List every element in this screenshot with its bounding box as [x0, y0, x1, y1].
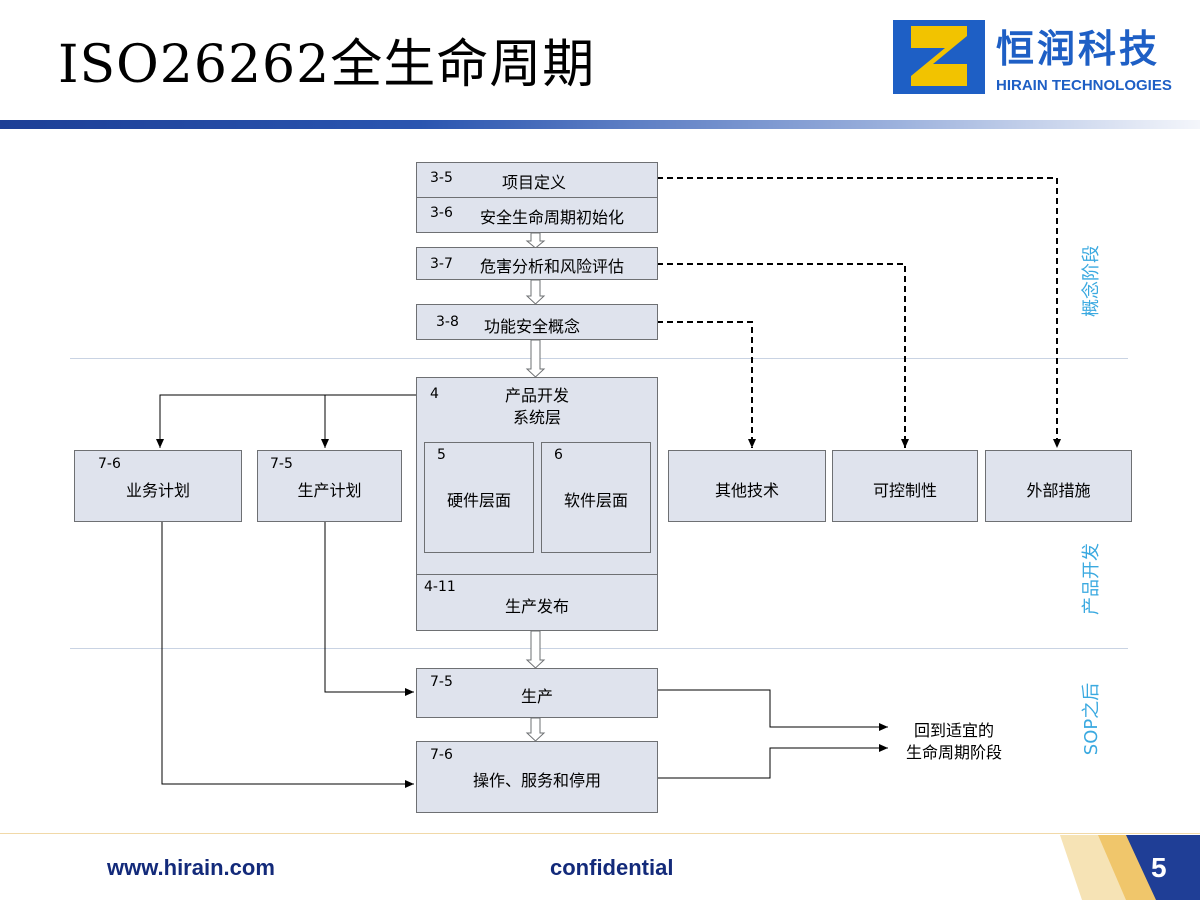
operation-plan-label: 业务计划 [125, 481, 190, 500]
fsc-label: 功能安全概念 [484, 317, 581, 336]
system-label-line1: 产品开发 [504, 386, 569, 405]
release-divider [417, 574, 657, 575]
phase-divider-product [70, 648, 1128, 649]
production-plan-label: 生产计划 [297, 481, 362, 500]
safety-init-number: 3-6 [430, 205, 453, 221]
controllability-label: 可控制性 [872, 481, 937, 500]
fsc-number: 3-8 [436, 314, 459, 330]
production-box: 7-5 生产 [416, 668, 658, 718]
header-divider [0, 120, 1200, 129]
footer-divider [0, 833, 1200, 834]
production-plan-box: 7-5 生产计划 [257, 450, 402, 522]
other-tech-label: 其他技术 [714, 481, 779, 500]
fsc-box: 3-8 功能安全概念 [416, 304, 658, 340]
system-label-line2: 系统层 [512, 408, 561, 427]
safety-init-label: 安全生命周期初始化 [480, 208, 625, 227]
item-definition-group: 3-5 项目定义 3-6 安全生命周期初始化 [416, 162, 658, 233]
production-plan-number: 7-5 [270, 456, 293, 472]
item-definition-number: 3-5 [430, 170, 453, 186]
hardware-box: 5 硬件层面 [424, 442, 534, 553]
release-number: 4-11 [424, 579, 456, 595]
operation-service-number: 7-6 [430, 747, 453, 763]
software-number: 6 [554, 447, 563, 463]
hardware-label: 硬件层面 [446, 491, 511, 510]
operation-service-label: 操作、服务和停用 [472, 771, 601, 790]
operation-plan-number: 7-6 [98, 456, 121, 472]
software-label: 软件层面 [563, 491, 628, 510]
return-note-line1: 回到适宜的 [913, 721, 994, 740]
item-definition-label: 项目定义 [502, 173, 567, 192]
logo-name-cn: 恒润科技 [996, 27, 1161, 71]
product-dev-system-box: 4 产品开发 系统层 5 硬件层面 6 软件层面 4-11 生产发布 [416, 377, 658, 631]
controllability-box: 可控制性 [832, 450, 978, 522]
external-measures-label: 外部措施 [1026, 481, 1091, 500]
logo-name-en: HIRAIN TECHNOLOGIES [996, 77, 1172, 94]
group-divider [417, 197, 657, 198]
hara-number: 3-7 [430, 256, 453, 272]
page-number: 5 [1151, 852, 1167, 883]
operation-plan-box: 7-6 业务计划 [74, 450, 242, 522]
phase-divider-concept [70, 358, 1128, 359]
footer-url-link[interactable]: www.hirain.com [107, 855, 275, 880]
hara-box: 3-7 危害分析和风险评估 [416, 247, 658, 280]
footer-corner-decoration [1060, 835, 1200, 900]
release-label: 生产发布 [504, 597, 569, 616]
operation-service-box: 7-6 操作、服务和停用 [416, 741, 658, 813]
system-number: 4 [430, 386, 439, 402]
footer-confidential-label: confidential [550, 855, 674, 880]
hara-label: 危害分析和风险评估 [480, 257, 625, 276]
hardware-number: 5 [437, 447, 446, 463]
software-box: 6 软件层面 [541, 442, 651, 553]
hirain-logo-icon [893, 20, 985, 94]
return-note-line2: 生命周期阶段 [905, 743, 1002, 762]
external-measures-box: 外部措施 [985, 450, 1132, 522]
other-tech-box: 其他技术 [668, 450, 826, 522]
page-title: ISO26262全生命周期 [58, 35, 596, 95]
production-number: 7-5 [430, 674, 453, 690]
production-label: 生产 [520, 687, 553, 706]
